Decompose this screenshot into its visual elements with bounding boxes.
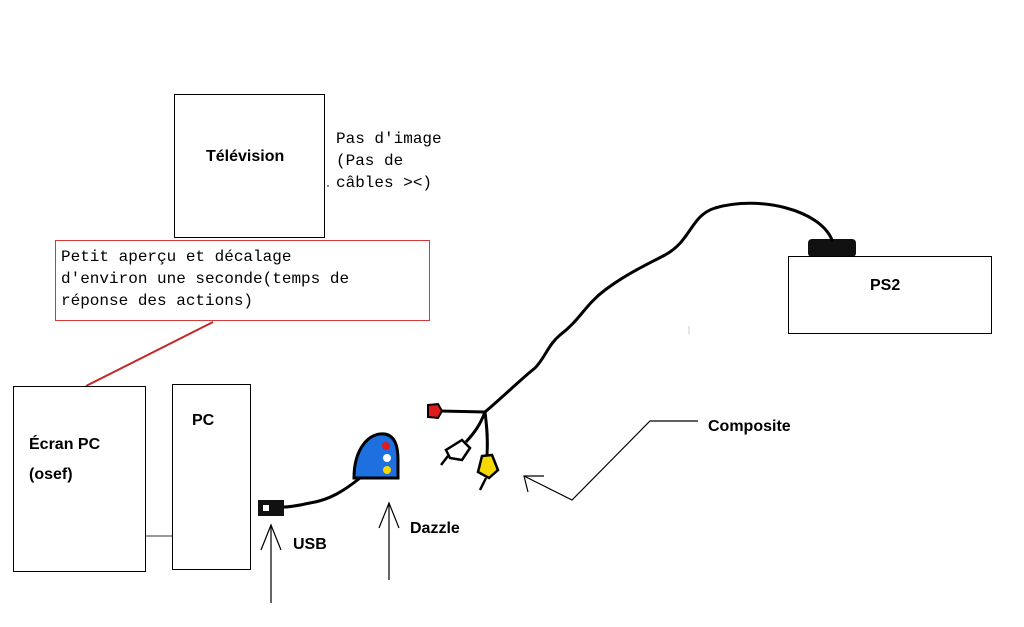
composite-arrow xyxy=(523,420,698,501)
ps2-label: PS2 xyxy=(870,277,901,294)
dazzle-label: Dazzle xyxy=(410,520,460,537)
red-plug-cable xyxy=(439,409,486,414)
ecran-pc-box: Écran PC (osef) xyxy=(13,386,146,572)
red-plug xyxy=(427,402,444,420)
composite-label: Composite xyxy=(708,418,791,435)
yellow-plug-cable xyxy=(483,411,489,456)
dazzle-yellow-port xyxy=(383,466,391,474)
composite-cable xyxy=(483,201,834,414)
usb-cable xyxy=(283,476,361,509)
dazzle-device xyxy=(352,432,400,480)
television-box: Télévision xyxy=(174,94,325,238)
usb-plug xyxy=(258,500,284,516)
dazzle-white-port xyxy=(383,454,391,462)
usb-label: USB xyxy=(293,536,327,553)
ecran-pc-label: Écran PC (osef) xyxy=(29,436,101,483)
stray-mark xyxy=(327,185,329,187)
dazzle-arrow xyxy=(378,501,400,580)
white-plug xyxy=(444,438,472,462)
tv-status-note: Pas d'image (Pas de câbles ><) xyxy=(336,130,442,192)
yellow-plug-tip xyxy=(478,477,488,491)
ps2-connector xyxy=(808,239,856,257)
pc-box: PC xyxy=(172,384,251,570)
ps2-box: PS2 xyxy=(788,256,992,334)
white-plug-cable xyxy=(464,411,487,444)
pc-preview-callout: Petit aperçu et décalage d'environ une s… xyxy=(55,240,430,321)
pc-label: PC xyxy=(192,412,215,429)
pc-preview-note: Petit aperçu et décalage d'environ une s… xyxy=(61,248,350,310)
white-plug-tip xyxy=(440,455,449,466)
television-label: Télévision xyxy=(206,148,285,165)
yellow-plug xyxy=(476,453,500,480)
usb-plug-contact xyxy=(263,505,269,511)
callout-connector-line xyxy=(85,321,214,387)
usb-arrow xyxy=(260,523,282,603)
dazzle-red-port xyxy=(382,442,390,450)
